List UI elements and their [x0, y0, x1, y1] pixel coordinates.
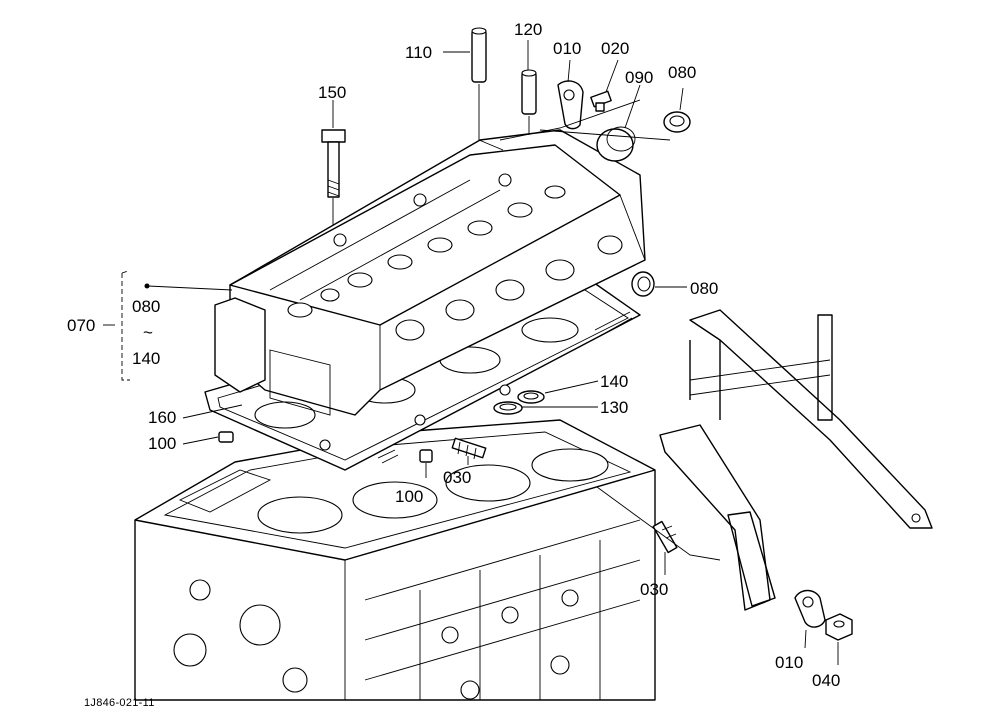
callout-030-mid: 030 — [443, 468, 471, 487]
lifting-eye-010-low — [794, 589, 826, 628]
nut-040 — [825, 613, 853, 641]
callout-100-mid: 100 — [395, 487, 423, 506]
drawing-code: 1J846-021-11 — [84, 697, 155, 709]
callout-150: 150 — [318, 83, 346, 102]
callout-030-low: 030 — [640, 580, 668, 599]
callout-tilde: ~ — [143, 323, 153, 342]
callout-080-group: 080 — [132, 297, 160, 316]
callout-130: 130 — [600, 398, 628, 417]
dowel-pin-100-mid — [419, 449, 433, 463]
lifting-bracket — [659, 309, 933, 611]
callout-140: 140 — [600, 372, 628, 391]
callout-080-top: 080 — [668, 63, 696, 82]
head-bolt-150 — [321, 129, 346, 198]
callout-090: 090 — [625, 68, 653, 87]
stud-030-mid — [451, 437, 487, 460]
seal-130 — [493, 401, 523, 415]
cylinder-block — [134, 419, 656, 701]
callout-010-low: 010 — [775, 653, 803, 672]
callout-040: 040 — [812, 671, 840, 690]
callout-010-top: 010 — [553, 39, 581, 58]
valve-guide-120 — [521, 69, 537, 115]
seal-080-right — [631, 271, 655, 297]
callout-labels: 110 120 010 020 090 080 150 070 080 ~ 14… — [67, 20, 840, 709]
callout-120: 120 — [514, 20, 542, 39]
callout-100-left: 100 — [148, 434, 176, 453]
valve-guide-110 — [471, 27, 487, 83]
callout-110: 110 — [405, 43, 432, 62]
seal-080-top — [663, 111, 691, 133]
callout-160: 160 — [148, 408, 176, 427]
callout-140-group: 140 — [132, 349, 160, 368]
dowel-pin-100-left — [218, 431, 234, 443]
seal-140 — [517, 390, 545, 404]
cylinder-head — [214, 129, 646, 416]
lifting-eye-010-top — [557, 80, 584, 130]
plug-090 — [596, 126, 636, 162]
leader-lines — [121, 40, 839, 665]
callout-070: 070 — [67, 316, 95, 335]
callout-080-right: 080 — [690, 279, 718, 298]
screw-020 — [590, 90, 612, 112]
callout-020: 020 — [601, 39, 629, 58]
